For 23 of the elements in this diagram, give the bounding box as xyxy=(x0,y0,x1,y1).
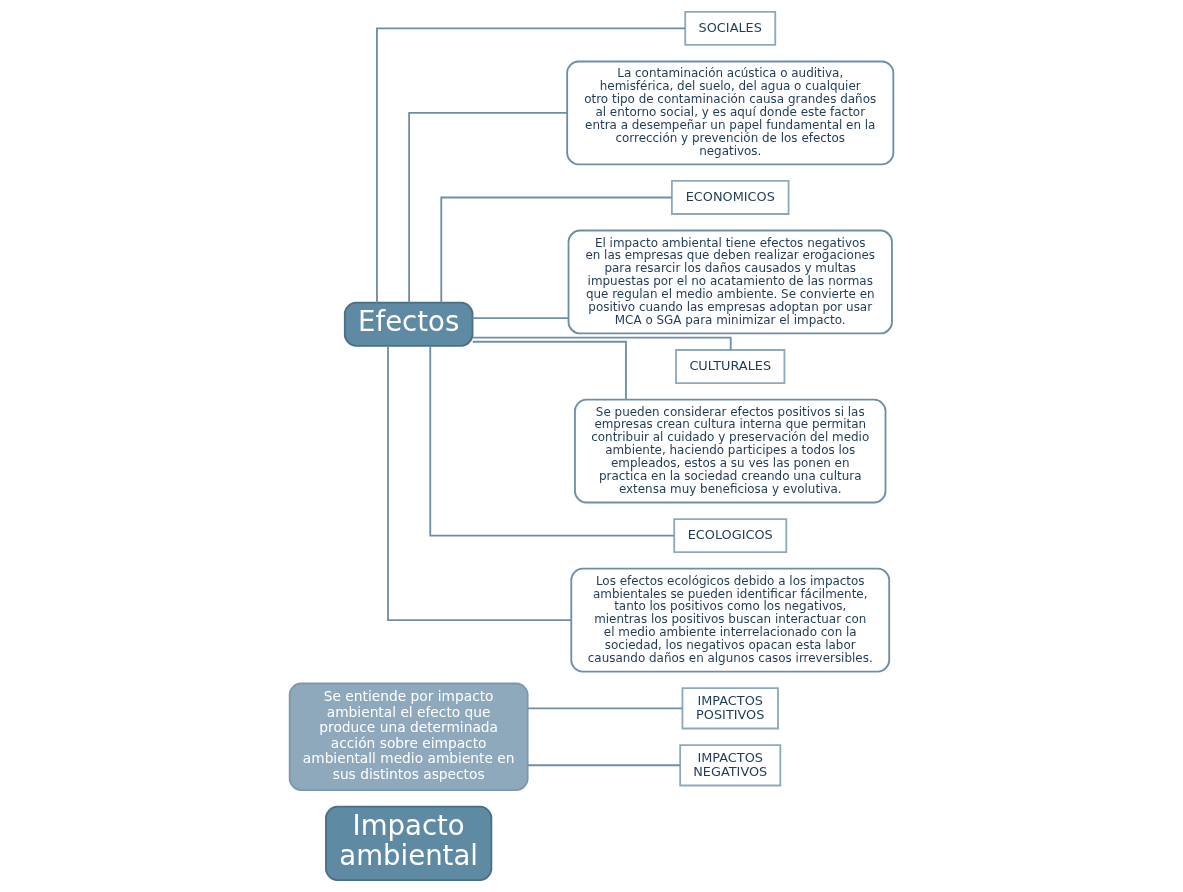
connector xyxy=(471,317,570,319)
connector xyxy=(408,112,568,304)
node-box: IMPACTOS POSITIVOS xyxy=(681,687,779,730)
node-box: IMPACTOS NEGATIVOS xyxy=(679,744,782,787)
connector xyxy=(429,345,676,537)
node-box: Se entiende por impacto ambiental el efecto que produce una determinada acción sobre eimpacto ambientall medio ambiente en sus distintos aspectos xyxy=(288,682,529,791)
node-box: La contaminación acústica o auditiva, hemisférica, del suelo, del agua o cualquier otro tipo de contaminación causa grandes daños al entorno social, y es aquí donde este factor entra a desempeñar un papel fundamental en la corrección y prevención de los efectos negativos. xyxy=(566,60,895,166)
connector xyxy=(471,336,732,351)
connector xyxy=(440,196,673,304)
node-box: CULTURALES xyxy=(675,349,786,384)
connector xyxy=(527,764,681,767)
connector xyxy=(471,340,627,401)
connector xyxy=(527,707,683,710)
node-box: Los efectos ecológicos debido a los impactos ambientales se pueden identificar fácilmente, tanto los positivos como los negativos, mientras los positivos buscan interactuar con el medio ambiente interrelacionado con la sociedad, los negativos opacan esta labor causando daños en algunos casos irreversibles. xyxy=(570,567,891,673)
connector xyxy=(387,345,573,622)
connector xyxy=(376,27,687,304)
node-box: Impacto ambiental xyxy=(325,805,493,882)
node-box: Se pueden considerar efectos positivos si las empresas crean cultura interna que permitan contribuir al cuidado y preservación del medio ambiente, haciendo participes a todos los empleados, estos a su ves las ponen en practica en la sociedad creando una cultura extensa muy beneficiosa y evolutiva. xyxy=(574,398,887,504)
node-box: ECOLOGICOS xyxy=(673,518,788,554)
node-box: Efectos xyxy=(343,301,474,347)
node-box: ECONOMICOS xyxy=(670,180,790,215)
node-box: SOCIALES xyxy=(684,10,777,46)
node-box: El impacto ambiental tiene efectos negativos en las empresas que deben realizar erogaciones para resarcir los daños causados y multas impuestas por el no acatamiento de las normas que regulan el medio ambiente. Se convierte en positivo cuando las empresas adoptan por usar MCA o SGA para minimizar el impacto. xyxy=(567,229,893,335)
